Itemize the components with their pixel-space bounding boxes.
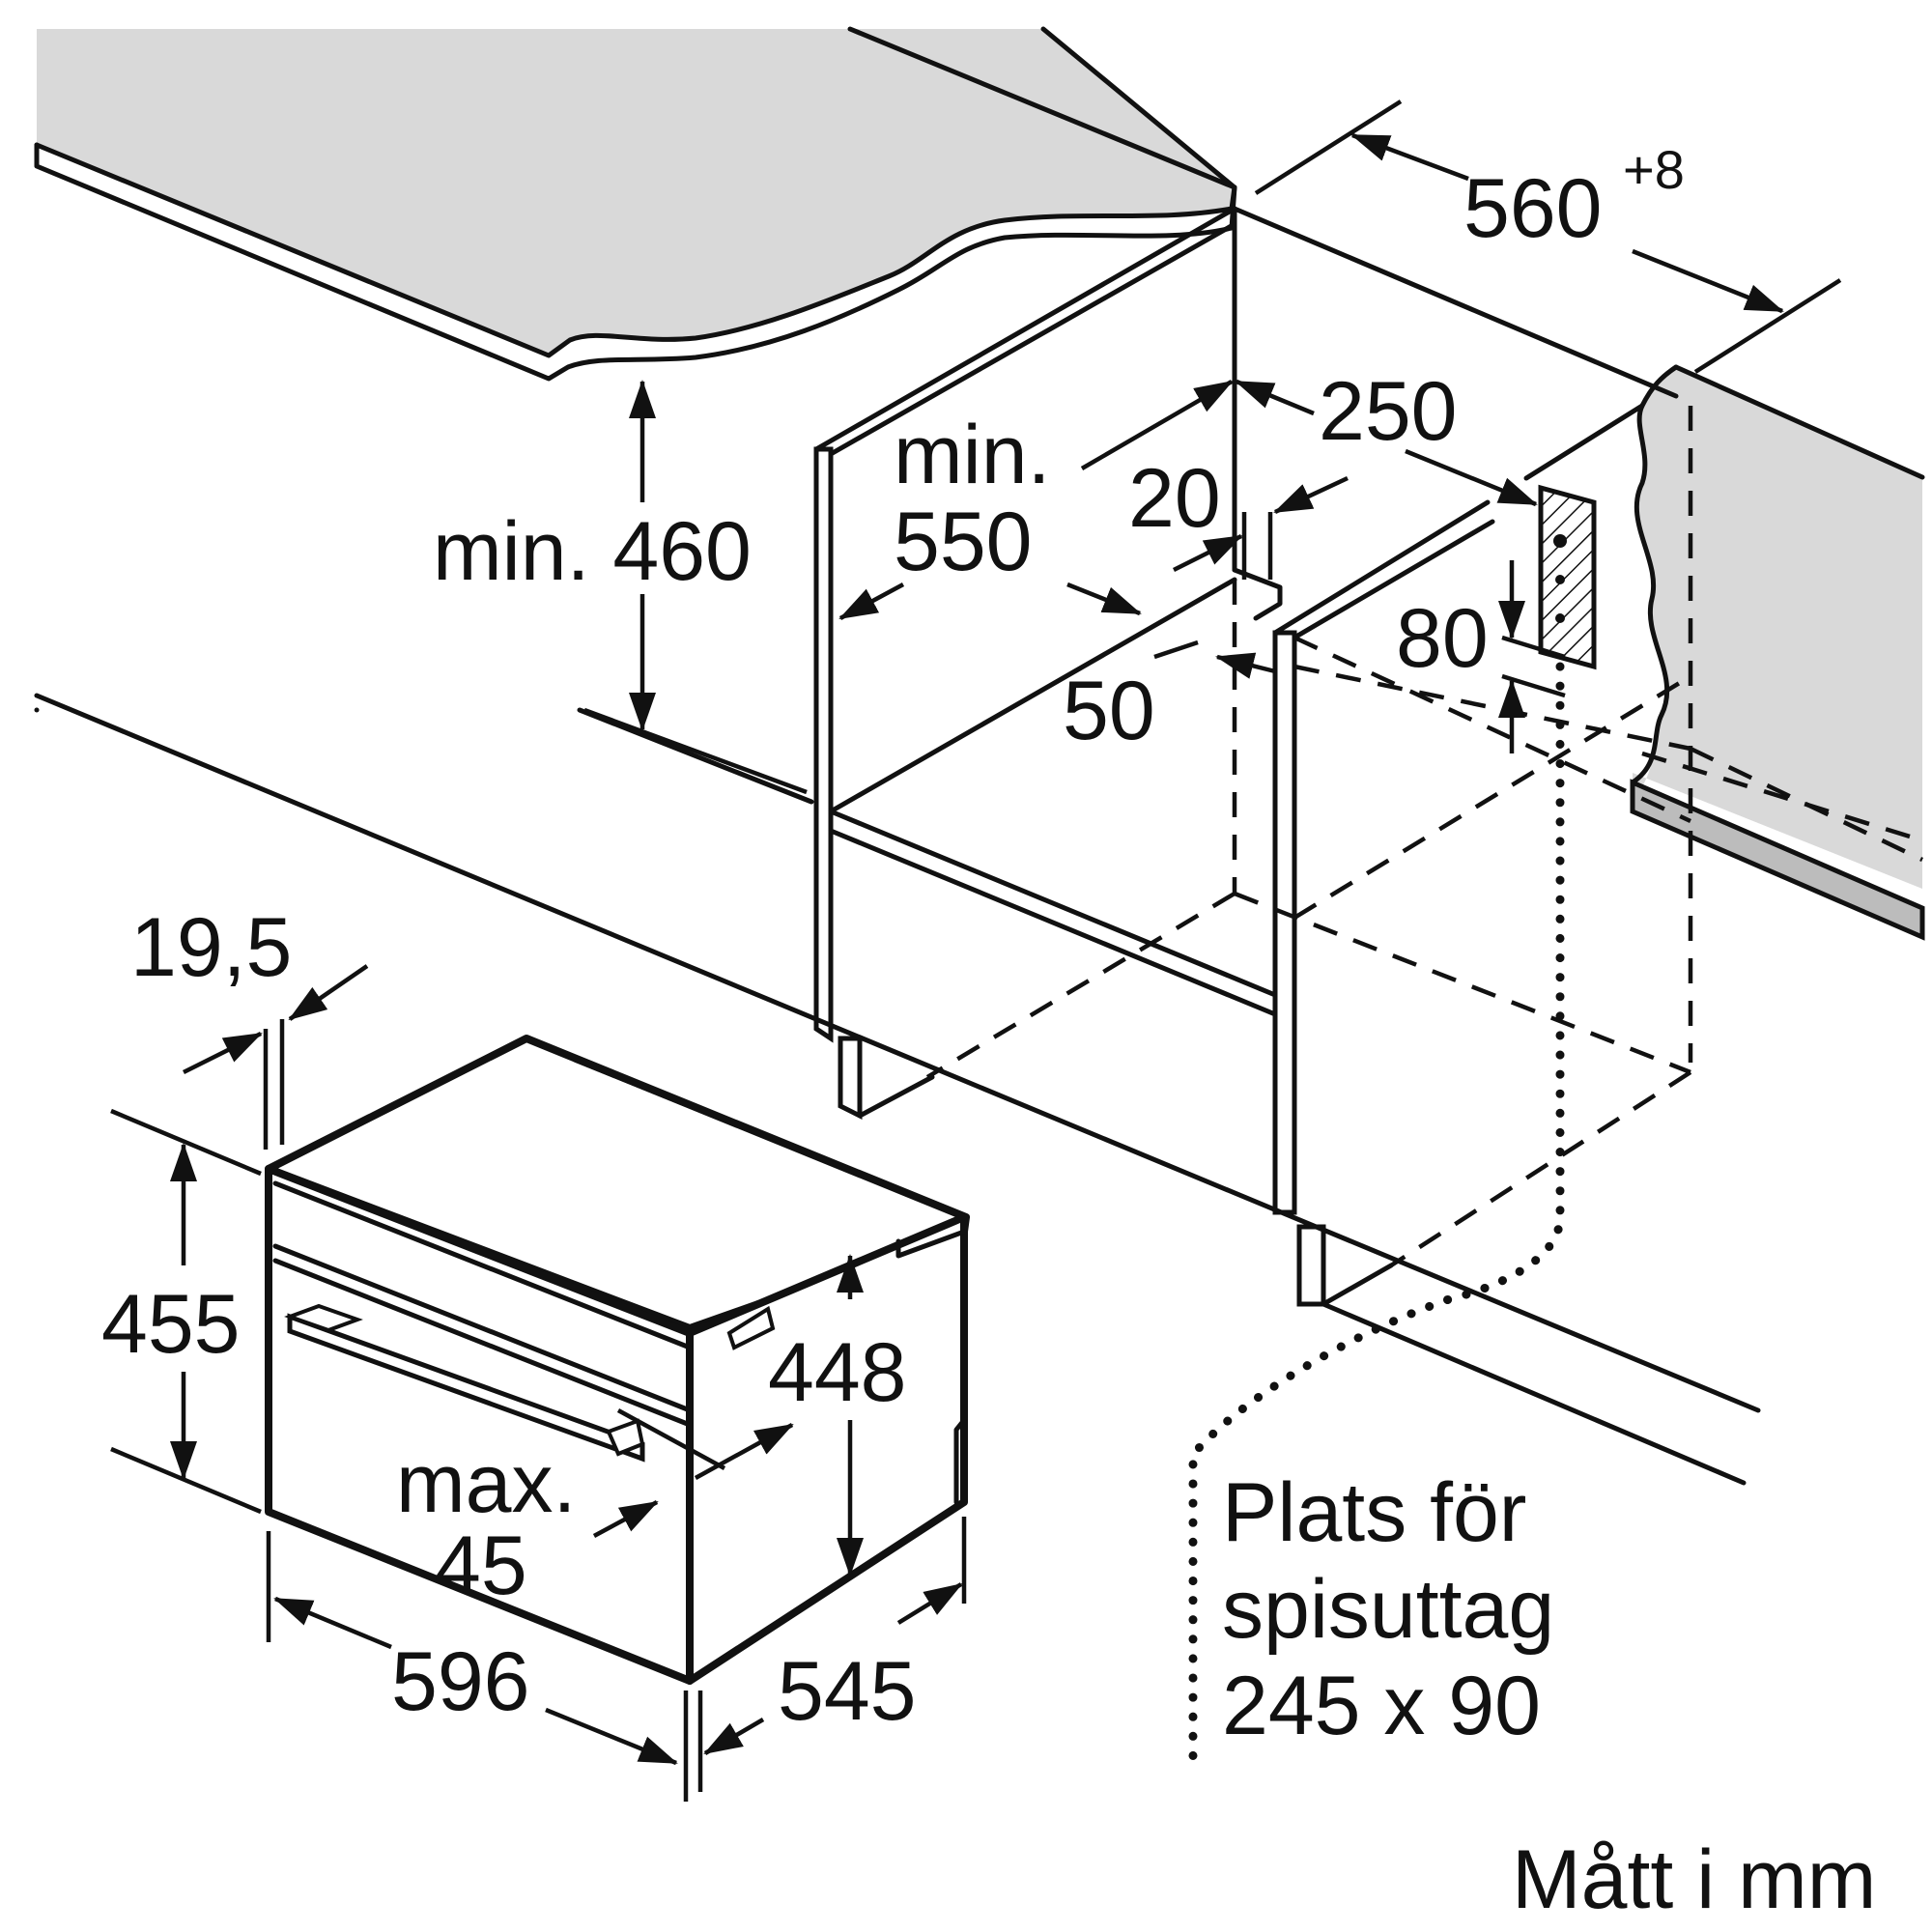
countertop [34, 26, 1237, 382]
dim-250: 250 [1319, 365, 1458, 458]
socket-note: Plats för spisuttag 245 x 90 [1222, 1466, 1554, 1752]
dim-min-460: min. 460 [433, 505, 752, 598]
socket-note-line-2: spisuttag [1222, 1563, 1554, 1656]
dim-50: 50 [1063, 665, 1155, 757]
dim-80: 80 [1396, 592, 1489, 685]
dim-max-45-value: 45 [435, 1520, 527, 1612]
side-wall-right [1630, 364, 1925, 1063]
dimension-labels: 560 +8 250 20 80 50 min. 550 min. 460 19… [101, 139, 1685, 1738]
dim-596: 596 [391, 1635, 530, 1728]
dim-560: 560 [1463, 162, 1603, 255]
dimension-lines [110, 99, 1842, 1802]
socket-note-line-1: Plats för [1222, 1466, 1526, 1559]
socket-note-line-3: 245 x 90 [1222, 1660, 1541, 1752]
dim-19-5: 19,5 [130, 901, 292, 994]
cabinet-frame [34, 206, 1923, 1486]
dim-448: 448 [768, 1326, 907, 1419]
dim-min-550-value: 550 [894, 496, 1033, 588]
dim-560-tolerance: +8 [1623, 139, 1685, 200]
dim-20: 20 [1128, 452, 1221, 545]
dim-max-45-prefix: max. [396, 1437, 576, 1530]
dim-min-550-prefix: min. [894, 409, 1050, 501]
socket-box [1538, 484, 1597, 670]
oven [265, 1035, 970, 1685]
units-note: Mått i mm [1512, 1833, 1876, 1926]
dim-455: 455 [101, 1278, 241, 1371]
dim-545: 545 [778, 1645, 917, 1738]
